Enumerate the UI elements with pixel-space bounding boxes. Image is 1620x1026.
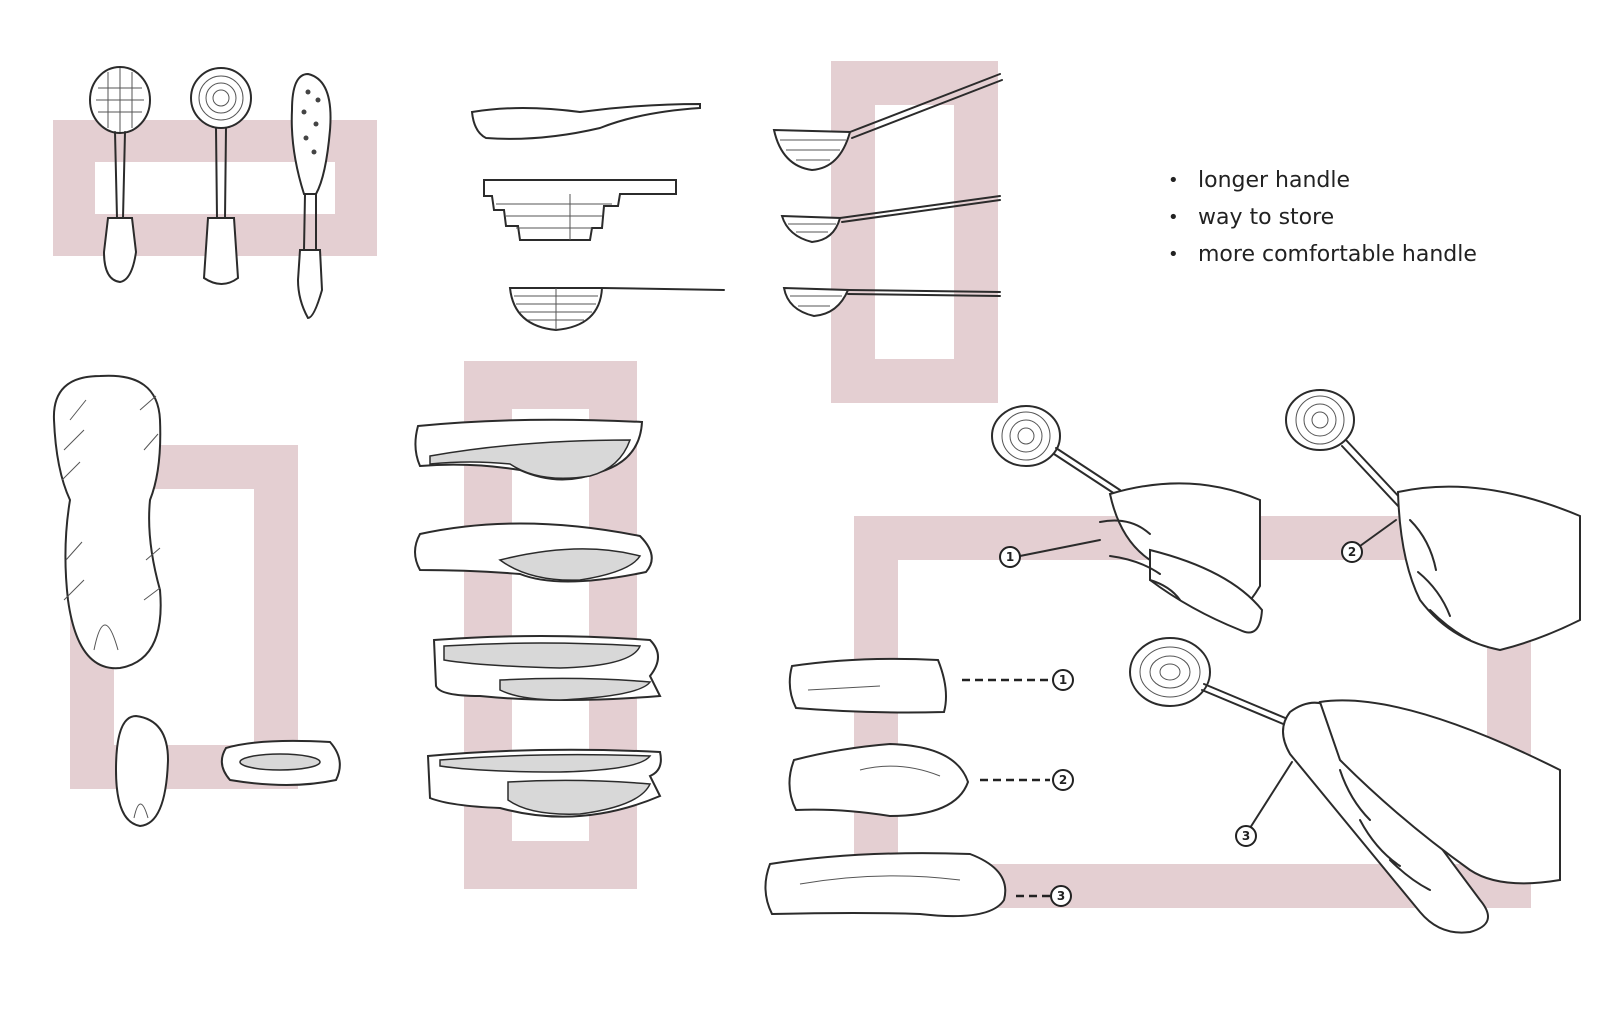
svg-text:2: 2 <box>1059 773 1067 787</box>
svg-text:1: 1 <box>1059 673 1067 687</box>
note-item-way-to-store: way to store <box>1168 199 1477 236</box>
note-item-comfortable-handle: more comfortable handle <box>1168 236 1477 273</box>
grip-callout-2: 2 <box>1341 541 1363 563</box>
profile-callout-1: 1 <box>1052 669 1074 691</box>
slotted-spoon-side-sketch <box>470 102 701 140</box>
frame-top-right <box>831 61 998 403</box>
profile-callout-3: 3 <box>1050 885 1072 907</box>
grip-studies-sketch: 1 2 3 <box>991 389 1581 934</box>
svg-text:3: 3 <box>1242 829 1250 843</box>
side-view-sketches <box>470 102 725 332</box>
svg-text:3: 3 <box>1057 889 1065 903</box>
slotted-spoon-sketch <box>89 66 151 284</box>
svg-text:2: 2 <box>1348 545 1356 559</box>
note-item-longer-handle: longer handle <box>1168 162 1477 199</box>
spiral-skimmer-sketch <box>190 67 252 285</box>
grip-callout-3: 3 <box>1235 825 1257 847</box>
perforated-spoon-sketch <box>290 72 332 320</box>
handle-profiles-sketch <box>414 418 662 818</box>
grip-callout-1: 1 <box>999 546 1021 568</box>
utensil-set-sketch <box>89 66 332 320</box>
handle-grip-sketch <box>52 374 341 828</box>
design-notes-list: longer handle way to store more comforta… <box>1168 162 1477 273</box>
svg-text:1: 1 <box>1006 550 1014 564</box>
grip-study-2 <box>1285 389 1581 652</box>
profile-callout-2: 2 <box>1052 769 1074 791</box>
grip-study-3 <box>1129 637 1561 934</box>
numbered-profiles-sketch: 1 2 3 <box>764 657 1074 918</box>
mesh-strainer-side-sketch <box>508 287 725 332</box>
grip-study-1 <box>991 405 1264 634</box>
hanging-ladles-sketch <box>772 73 1003 318</box>
stacked-strainer-side-sketch <box>483 179 677 241</box>
frame-middle <box>464 361 637 889</box>
